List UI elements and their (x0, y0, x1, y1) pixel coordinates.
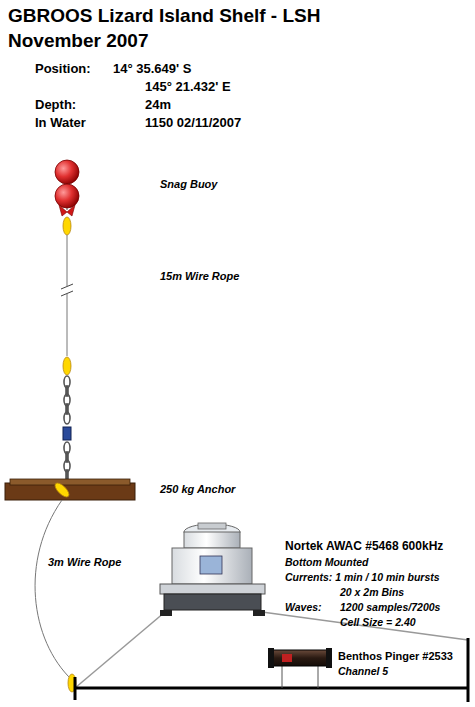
instrument-note: Currents: 1 min / 10 min bursts (285, 571, 440, 583)
snag-buoy (55, 160, 79, 235)
anchor-block (5, 479, 135, 500)
instrument-note: Waves: (285, 601, 322, 613)
field-label: Position: (35, 62, 91, 77)
field-value: 24m (145, 98, 171, 113)
part-label: Snag Buoy (160, 178, 217, 191)
instrument-name: Nortek AWAC #5468 600kHz (285, 540, 443, 554)
chain (63, 376, 71, 479)
wire-rope (61, 235, 73, 375)
part-label: 250 kg Anchor (160, 483, 235, 496)
coordinate: 14° 35.649' S (113, 62, 191, 77)
wire-rope (35, 500, 72, 680)
coordinate: 145° 21.432' E (145, 80, 231, 95)
instrument-note: 20 x 2m Bins (340, 586, 404, 598)
field-value: 1150 02/11/2007 (145, 116, 241, 131)
awac-instrument (160, 523, 265, 616)
instrument-name: Benthos Pinger #2533 (336, 650, 455, 663)
instrument-note: Bottom Mounted (285, 556, 368, 568)
instrument-note: Channel 5 (336, 665, 390, 677)
pinger (268, 648, 332, 688)
part-label: 15m Wire Rope (160, 270, 239, 283)
field-label: In Water (35, 116, 86, 131)
ground-frame (75, 612, 468, 702)
part-label: 3m Wire Rope (46, 556, 123, 569)
field-label: Depth: (35, 98, 76, 113)
instrument-note: 1200 samples/7200s (340, 601, 440, 613)
instrument-note: Cell Size = 2.40 (340, 616, 416, 628)
diagram-title: GBROOS Lizard Island Shelf - LSH Novembe… (8, 3, 353, 53)
